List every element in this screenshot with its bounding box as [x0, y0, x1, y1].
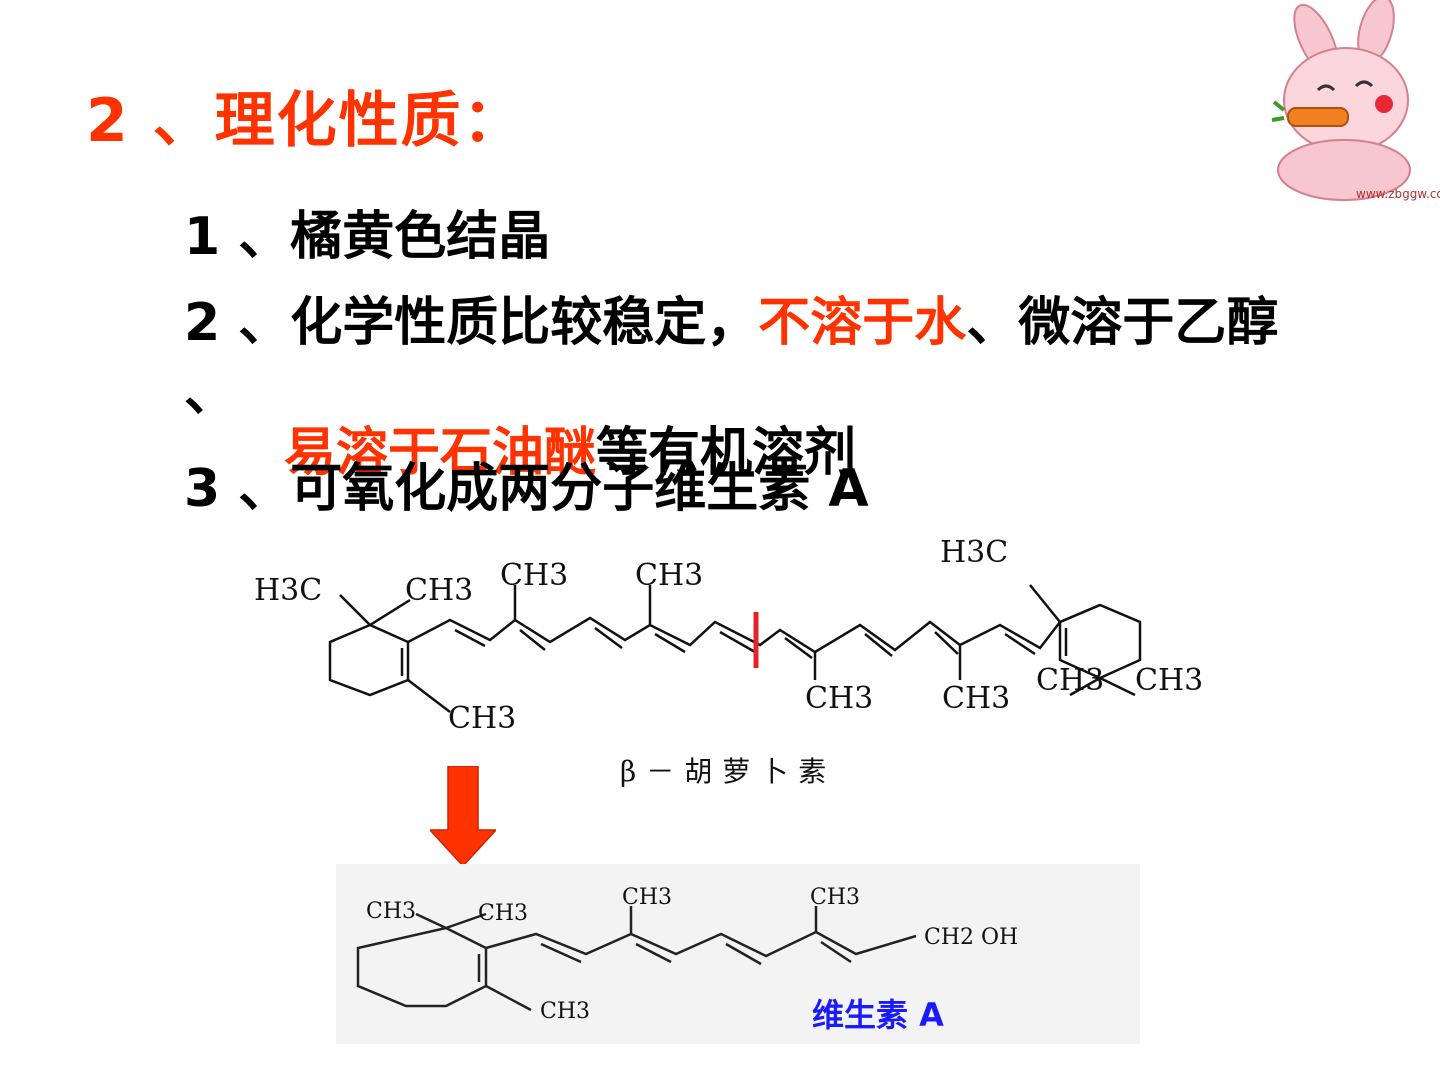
point-2-text: 2 、化学性质比较稳定，: [184, 293, 759, 353]
vitamin-a-panel: CH3 CH3 CH3 CH3 CH3 CH2 OH: [336, 864, 1140, 1044]
point-1: 1 、橘黄色结晶: [184, 207, 551, 267]
down-arrow-icon: [430, 766, 496, 866]
beta-carotene-structure: H3C CH3 CH3 CH3 CH3 CH3 CH3 H3C CH3 CH3: [254, 535, 1203, 736]
label-ch3-5: CH3: [805, 681, 873, 716]
label-ch3-7: CH3: [1036, 663, 1104, 698]
va-label-ch3-5: CH3: [540, 999, 590, 1024]
label-ch3-6: CH3: [942, 681, 1010, 716]
label-h3c-left: H3C: [254, 573, 322, 608]
point-2-red: 不溶于水: [758, 293, 967, 353]
point-2-continuation: 、: [184, 363, 237, 423]
label-ch3-2: CH3: [500, 558, 568, 593]
va-label-ch3-4: CH3: [810, 885, 860, 910]
beta-carotene-caption: β－胡萝卜素: [620, 755, 837, 788]
vitamin-a-structure: CH3 CH3 CH3 CH3 CH3 CH2 OH: [356, 885, 1018, 1024]
label-ch3-3: CH3: [635, 558, 703, 593]
label-ch3-1: CH3: [405, 573, 473, 608]
watermark-text: www.zbggw.com: [1356, 187, 1440, 201]
point-2-post: 、微溶于乙醇: [966, 293, 1279, 353]
point-2-end: 等有机溶剂: [596, 423, 857, 483]
bunny-image: www.zbggw.com: [1271, 0, 1440, 201]
vitamin-a-label: 维生素 A: [812, 996, 944, 1034]
slide-title: 2 、理化性质：: [86, 86, 525, 156]
va-label-ch2oh: CH2 OH: [924, 925, 1018, 950]
point-3: 3 、可氧化成两分子维生素 A: [184, 459, 869, 519]
point-2: 2 、化学性质比较稳定，不溶于水、微溶于乙醇: [184, 280, 1278, 355]
va-label-ch3-2: CH3: [478, 901, 528, 926]
va-label-ch3-1: CH3: [366, 899, 416, 924]
label-h3c-right: H3C: [940, 535, 1008, 570]
point-2-red2: 易溶于石油醚: [284, 423, 597, 483]
label-ch3-4: CH3: [448, 701, 516, 736]
label-ch3-8: CH3: [1135, 663, 1203, 698]
va-label-ch3-3: CH3: [622, 885, 672, 910]
point-2-overlap: 易溶于石油醚等有机溶剂: [284, 410, 856, 485]
